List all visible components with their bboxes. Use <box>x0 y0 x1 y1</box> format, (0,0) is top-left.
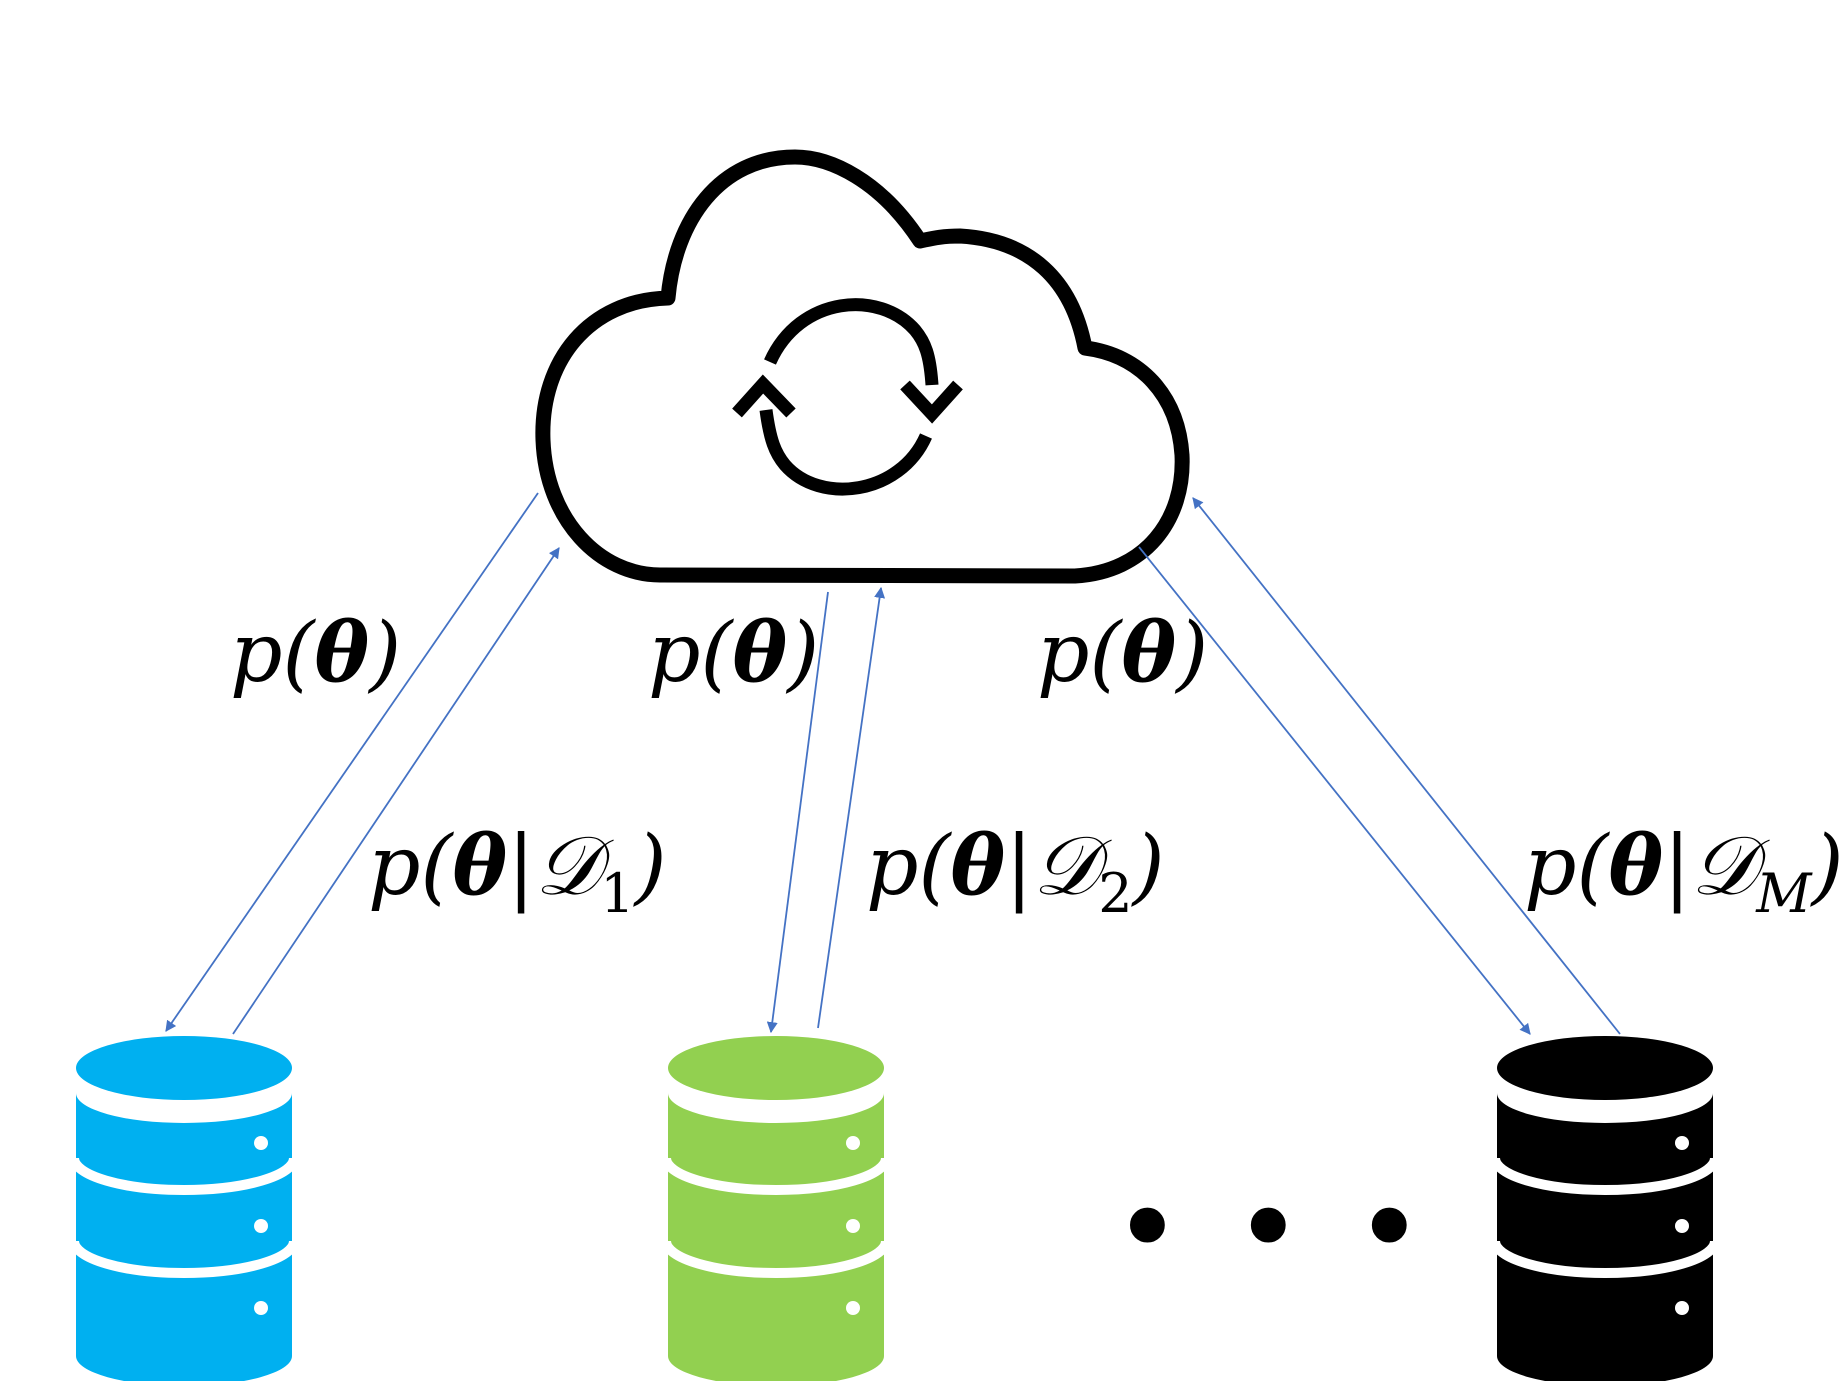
label-prior-1: p(θ) <box>230 605 402 701</box>
arrow-client-2-to-server <box>817 586 886 1029</box>
cloud-icon <box>535 149 1190 584</box>
arrow-server-to-client-2 <box>766 591 829 1034</box>
label-posterior-1: p(θ|𝒟1) <box>368 818 667 925</box>
arrow-server-to-client-1 <box>165 492 539 1032</box>
database-icon-client-2 <box>661 1036 891 1381</box>
arrow-client-M-to-server <box>1192 497 1621 1035</box>
label-posterior-2: p(θ|𝒟2) <box>866 818 1165 925</box>
arrow-client-1-to-server <box>232 547 560 1035</box>
ellipsis: • • • <box>1112 1160 1431 1299</box>
label-prior-2: p(θ) <box>648 605 820 701</box>
database-icon-client-M <box>1490 1036 1720 1381</box>
sync-icon <box>732 298 963 496</box>
arrow-server-to-client-M <box>1138 546 1531 1035</box>
database-icon-client-1 <box>69 1036 299 1381</box>
label-prior-3: p(θ) <box>1037 605 1209 701</box>
label-posterior-M: p(θ|𝒟M) <box>1524 818 1843 925</box>
